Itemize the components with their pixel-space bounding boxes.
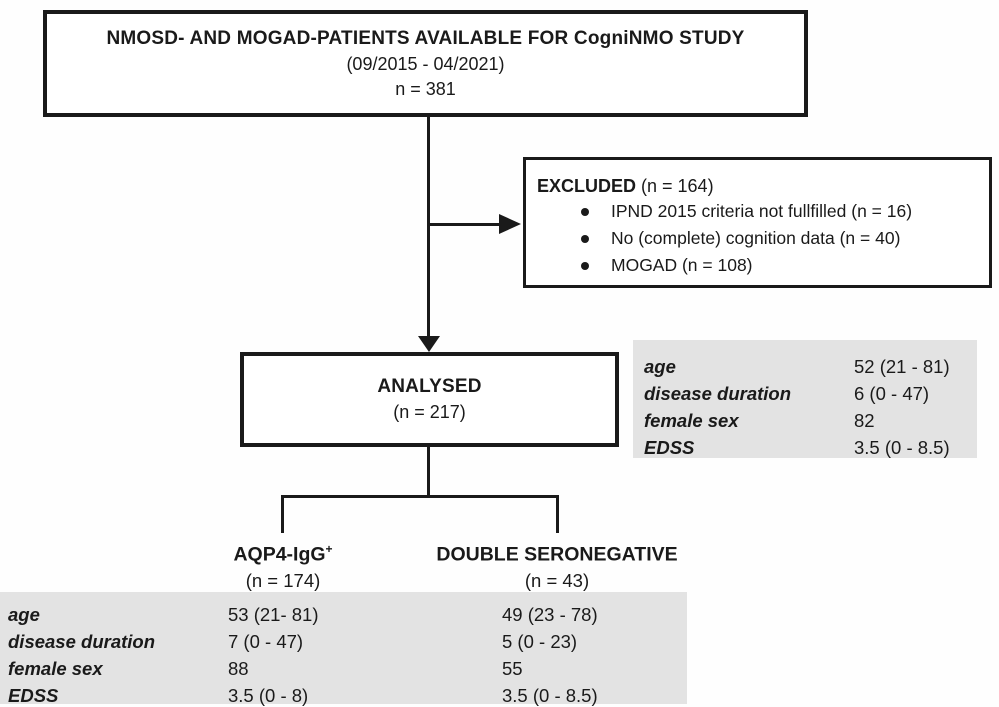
bullet-icon <box>581 234 589 243</box>
stat-value: 52 (21 - 81) <box>854 356 950 377</box>
bullet-icon <box>581 261 589 270</box>
excluded-item-text: MOGAD (n = 108) <box>611 255 753 275</box>
analysed-stats-table: age 52 (21 - 81) disease duration 6 (0 -… <box>633 340 977 458</box>
connector-drop-right <box>556 495 559 533</box>
excluded-title: EXCLUDED <box>537 176 637 196</box>
enrollment-n: n = 381 <box>395 78 456 99</box>
stat-label: EDSS <box>644 437 695 458</box>
group-name: DOUBLE SERONEGATIVE <box>436 543 678 566</box>
excluded-item: No (complete) cognition data (n = 40) <box>537 225 981 252</box>
analysed-title: ANALYSED <box>377 376 482 397</box>
stat-value-aqp4: 3.5 (0 - 8) <box>228 685 309 706</box>
stat-label: female sex <box>644 410 739 431</box>
stat-value: 6 (0 - 47) <box>854 383 930 404</box>
stat-label: age <box>644 356 676 377</box>
stat-value-seronegative: 3.5 (0 - 8.5) <box>502 685 598 706</box>
stat-row: disease duration 6 (0 - 47) <box>644 380 977 407</box>
arrow-right-icon <box>499 214 521 234</box>
group-name: AQP4-IgG+ <box>233 542 333 566</box>
stat-value-aqp4: 7 (0 - 47) <box>228 631 304 652</box>
connector-vertical-top <box>427 117 430 338</box>
arrow-down-icon <box>418 336 440 352</box>
analysed-n: (n = 217) <box>393 402 466 422</box>
stat-label: disease duration <box>644 383 792 404</box>
connector-branch-horizontal <box>281 495 559 498</box>
connector-vertical-analysed <box>427 447 430 497</box>
excluded-box: EXCLUDED (n = 164) IPND 2015 criteria no… <box>523 157 992 288</box>
stat-value-aqp4: 88 <box>228 658 249 679</box>
stat-row: EDSS 3.5 (0 - 8) 3.5 (0 - 8.5) <box>8 682 687 707</box>
connector-drop-left <box>281 495 284 533</box>
stat-label: female sex <box>8 658 103 679</box>
superscript-plus: + <box>325 542 333 556</box>
excluded-n: (n = 164) <box>636 176 714 196</box>
excluded-item: MOGAD (n = 108) <box>537 252 981 279</box>
stat-value: 3.5 (0 - 8.5) <box>854 437 950 458</box>
stat-row: female sex 82 <box>644 407 977 434</box>
stat-row: female sex 88 55 <box>8 655 687 682</box>
stat-label: EDSS <box>8 685 59 706</box>
stat-value-seronegative: 55 <box>502 658 523 679</box>
group-label-aqp4: AQP4-IgG+ (n = 174) <box>177 536 389 593</box>
stat-value-aqp4: 53 (21- 81) <box>228 604 319 625</box>
analysed-box: ANALYSED (n = 217) <box>240 352 619 447</box>
enrollment-box: NMOSD- AND MOGAD-PATIENTS AVAILABLE FOR … <box>43 10 808 117</box>
stat-label: disease duration <box>8 631 156 652</box>
excluded-item: IPND 2015 criteria not fullfilled (n = 1… <box>537 198 981 225</box>
excluded-item-text: IPND 2015 criteria not fullfilled (n = 1… <box>611 201 913 221</box>
stat-row: age 52 (21 - 81) <box>644 353 977 380</box>
group-n: (n = 43) <box>524 569 590 591</box>
stat-value: 82 <box>854 410 875 431</box>
enrollment-period: (09/2015 - 04/2021) <box>346 53 505 74</box>
stat-value-seronegative: 49 (23 - 78) <box>502 604 598 625</box>
stat-label: age <box>8 604 40 625</box>
enrollment-title: NMOSD- AND MOGAD-PATIENTS AVAILABLE FOR … <box>106 27 745 49</box>
group-n: (n = 174) <box>245 569 321 591</box>
excluded-item-text: No (complete) cognition data (n = 40) <box>611 228 901 248</box>
excluded-header: EXCLUDED (n = 164) <box>537 174 981 198</box>
stat-row: EDSS 3.5 (0 - 8.5) <box>644 434 977 461</box>
group-stats-table: age 53 (21- 81) 49 (23 - 78) disease dur… <box>0 592 687 707</box>
connector-horizontal-excluded <box>427 223 500 226</box>
stat-row: disease duration 7 (0 - 47) 5 (0 - 23) <box>8 628 687 655</box>
bullet-icon <box>581 207 589 216</box>
stat-value-seronegative: 5 (0 - 23) <box>502 631 578 652</box>
group-label-seronegative: DOUBLE SERONEGATIVE (n = 43) <box>402 536 712 593</box>
stat-row: age 53 (21- 81) 49 (23 - 78) <box>8 601 687 628</box>
